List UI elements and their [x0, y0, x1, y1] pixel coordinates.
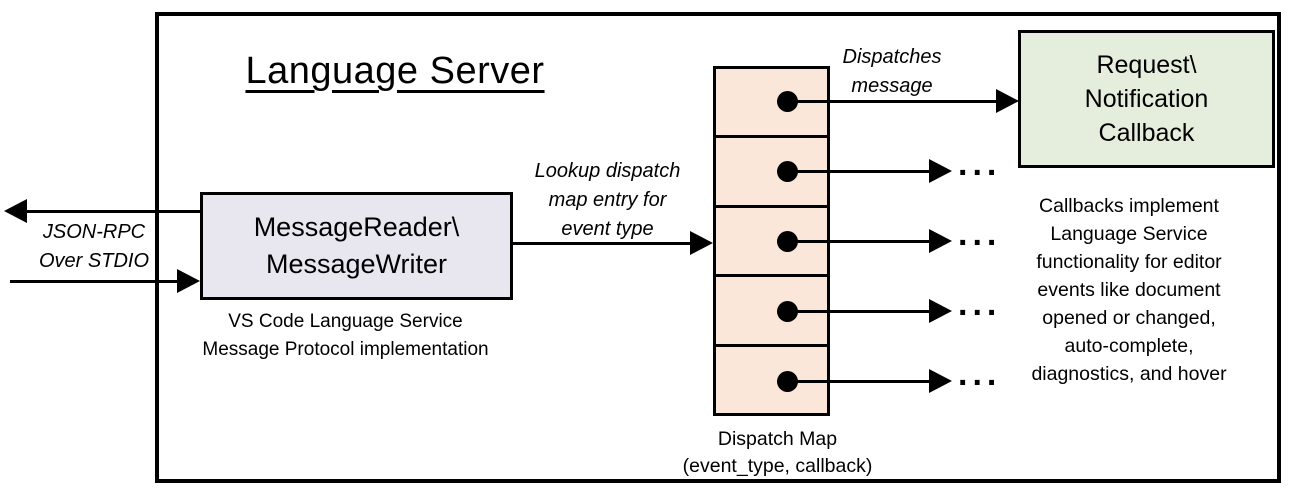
dispatch-arrow-5: [795, 380, 931, 383]
arrowhead-right-icon: [996, 89, 1019, 113]
arrowhead-right-icon: [929, 369, 952, 393]
messagereader-box: MessageReader\ MessageWriter: [200, 192, 513, 300]
ellipsis: ...: [958, 285, 1002, 323]
map-entry-dot-icon: [777, 371, 798, 392]
dispatch-map-cell: [716, 135, 827, 204]
arrowhead-right-icon: [929, 299, 952, 323]
dispatch-arrow-3: [795, 240, 931, 243]
lookup-label: Lookup dispatch map entry for event type: [534, 160, 681, 240]
map-entry-dot-icon: [777, 301, 798, 322]
lookup-arrow: [513, 242, 691, 245]
callback-label: Request\ Notification Callback: [1084, 51, 1209, 147]
dispatch-map-cell: [716, 274, 827, 343]
callback-box: Request\ Notification Callback: [1018, 30, 1275, 168]
language-server-boundary: [155, 12, 1281, 483]
arrowhead-right-icon: [929, 159, 952, 183]
arrowhead-right-icon: [929, 229, 952, 253]
callbacks-note: Callbacks implement Language Service fun…: [1031, 195, 1227, 385]
dispatch-arrow-4: [795, 310, 931, 313]
arrowhead-right-icon: [177, 269, 200, 293]
dispatch-map-caption: Dispatch Map (event_type, callback): [682, 428, 873, 477]
map-entry-dot-icon: [777, 231, 798, 252]
messagereader-caption: VS Code Language Service Message Protoco…: [202, 311, 489, 360]
ellipsis: ...: [958, 145, 1002, 183]
map-entry-dot-icon: [777, 161, 798, 182]
map-entry-dot-icon: [777, 91, 798, 112]
ellipsis: ...: [958, 215, 1002, 253]
arrowhead-right-icon: [690, 231, 713, 255]
arrowhead-left-icon: [4, 199, 27, 223]
dispatch-arrow-1: [795, 100, 998, 103]
stdio-input-arrow: [10, 280, 178, 283]
messagereader-label: MessageReader\ MessageWriter: [253, 212, 460, 279]
dispatch-map-cell: [716, 204, 827, 274]
ellipsis: ...: [958, 355, 1002, 393]
dispatches-label: Dispatches message: [842, 46, 942, 97]
diagram-title: Language Server: [245, 50, 545, 92]
stdio-label: JSON-RPC Over STDIO: [38, 221, 149, 272]
dispatch-map-cell: [716, 343, 827, 413]
dispatch-arrow-2: [795, 170, 931, 173]
stdio-output-arrow: [26, 210, 200, 213]
